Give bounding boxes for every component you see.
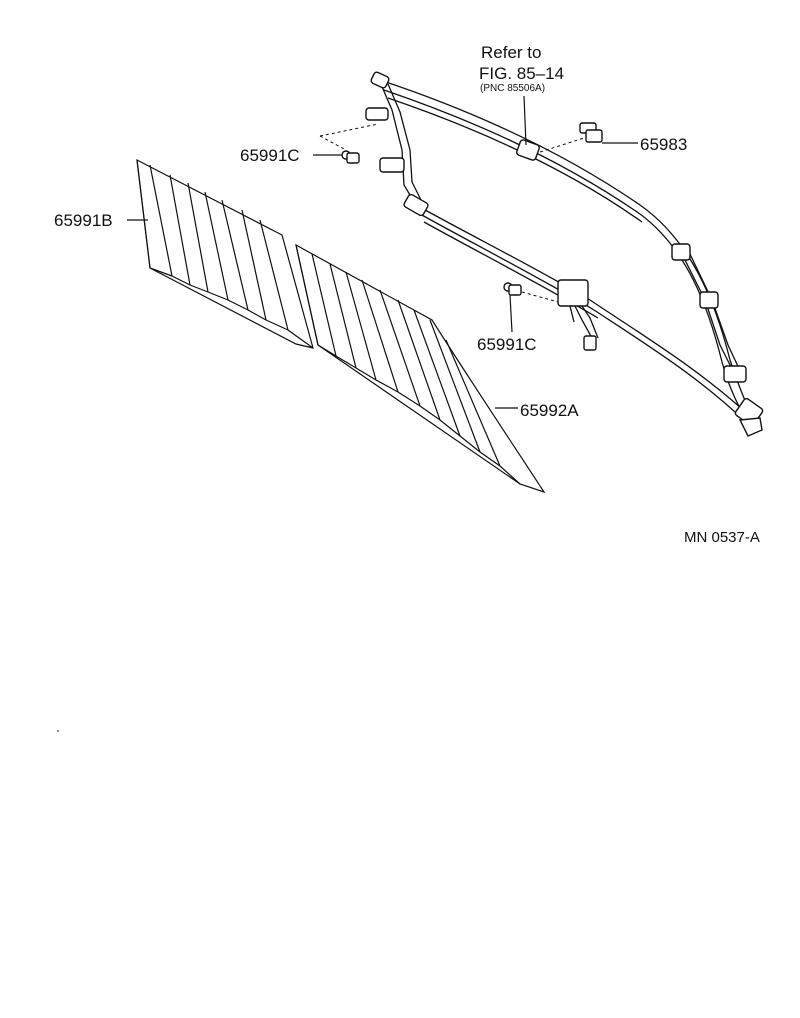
part-number-65991C-bottom: 65991C <box>477 335 537 354</box>
refer-to-label: Refer to <box>481 43 541 62</box>
clip-65991C-top <box>341 150 360 164</box>
part-number-65991B: 65991B <box>54 211 113 230</box>
diagram-reference-code: MN 0537-A <box>684 529 760 546</box>
part-number-65991C-top: 65991C <box>240 146 300 165</box>
pnc-reference-label: (PNC 85506A) <box>480 83 545 94</box>
part-number-65992A: 65992A <box>520 401 579 420</box>
stray-dot <box>57 730 59 732</box>
washer-hose-assembly <box>365 71 764 437</box>
louver-panel-65992A <box>295 243 546 494</box>
clip-65991C-bottom <box>503 282 522 296</box>
figure-reference-label: FIG. 85–14 <box>479 64 564 83</box>
louver-panel-65991B <box>136 158 314 349</box>
part-number-65983: 65983 <box>640 135 687 154</box>
